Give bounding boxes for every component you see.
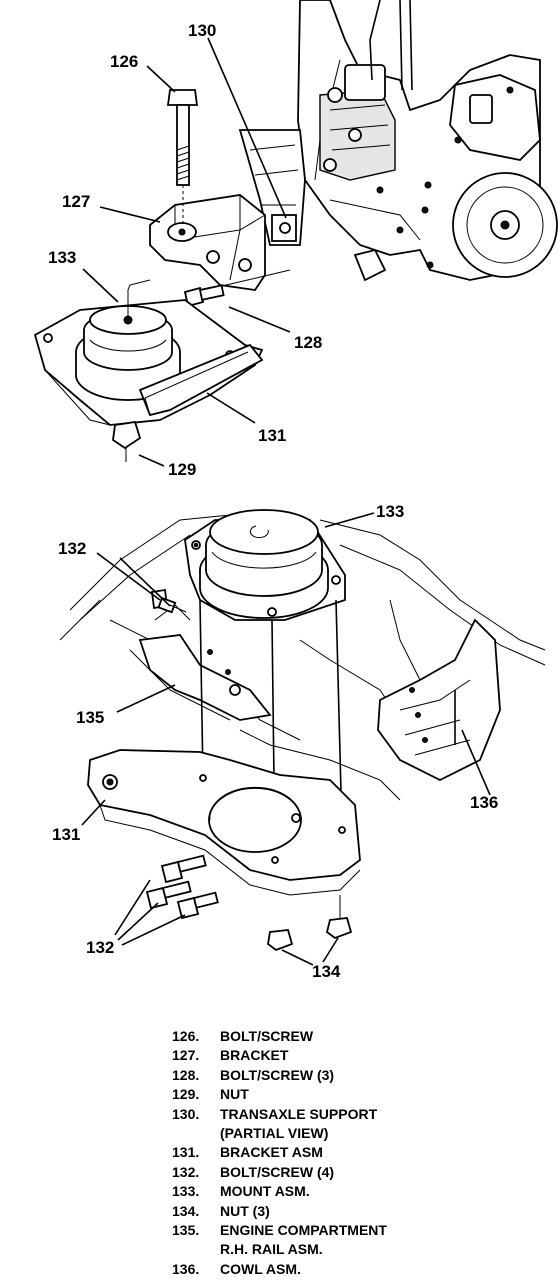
top-leader-lines — [82, 37, 291, 467]
callout-129: 129 — [168, 460, 196, 479]
legend-description: BOLT/SCREW — [220, 1028, 314, 1044]
legend-row: 128. BOLT/SCREW (3) — [172, 1066, 512, 1085]
legend-number: 130. — [172, 1105, 200, 1122]
legend-number: 127. — [172, 1047, 200, 1064]
legend-number: 129. — [172, 1086, 200, 1103]
legend-number: 136. — [172, 1260, 200, 1277]
legend-row: 130. TRANSAXLE SUPPORT — [172, 1105, 512, 1124]
nut-134-group — [267, 895, 353, 952]
legend-number: 126. — [172, 1028, 200, 1044]
legend-description: BRACKET ASM — [220, 1144, 323, 1161]
callout-133-bottom: 133 — [376, 502, 404, 521]
legend-number — [172, 1240, 220, 1259]
callout-134: 134 — [312, 962, 341, 981]
legend-row: 135. ENGINE COMPARTMENT — [172, 1221, 512, 1240]
legend-description: (PARTIAL VIEW) — [220, 1125, 329, 1142]
legend-number: 135. — [172, 1222, 200, 1239]
legend-description: BOLT/SCREW (4) — [220, 1163, 335, 1180]
callout-132-upper: 132 — [58, 539, 86, 558]
legend-row: 127. BRACKET — [172, 1046, 512, 1065]
bracket-asm-131-bottom — [87, 749, 361, 896]
legend-number: 128. — [172, 1066, 200, 1083]
legend-description: NUT — [220, 1086, 249, 1103]
legend-description: NUT (3) — [220, 1202, 270, 1219]
callout-132-lower: 132 — [86, 938, 114, 957]
legend-row: (PARTIAL VIEW) — [172, 1124, 512, 1143]
bracket-asm-131-top — [138, 343, 264, 417]
legend-description: BOLT/SCREW (3) — [220, 1066, 335, 1083]
callout-128: 128 — [294, 333, 322, 352]
body-structure-illustration — [59, 514, 546, 801]
callout-131-bottom: 131 — [52, 825, 80, 844]
parts-legend: 126. BOLT/SCREW 127. BRACKET 128. BOLT/SCREW … — [172, 1027, 512, 1279]
top-exploded-view: 126 130 127 133 128 131 129 — [33, 0, 558, 479]
callout-127: 127 — [62, 192, 90, 211]
mount-133-bottom — [184, 509, 346, 621]
bolt-132-lower-group — [145, 854, 219, 920]
callout-131-top: 131 — [258, 426, 286, 445]
bracket-127 — [149, 194, 266, 291]
legend-row: R.H. RAIL ASM. — [172, 1240, 512, 1259]
legend-description: ENGINE COMPARTMENT — [220, 1222, 387, 1239]
legend-number: 134. — [172, 1202, 200, 1219]
legend-row: 136. COWL ASM. — [172, 1260, 512, 1279]
legend-row: 133. MOUNT ASM. — [172, 1182, 512, 1201]
callout-130: 130 — [188, 21, 216, 40]
engine-transaxle-illustration — [297, 0, 558, 282]
legend-description: TRANSAXLE SUPPORT — [220, 1105, 378, 1122]
legend-row: 134. NUT (3) — [172, 1202, 512, 1221]
legend-number: 133. — [172, 1183, 200, 1200]
legend-description: R.H. RAIL ASM. — [220, 1241, 323, 1258]
legend-number: 131. — [172, 1144, 200, 1161]
bolt-128-top — [183, 269, 291, 308]
nut-129 — [112, 420, 142, 462]
legend-row: 131. BRACKET ASM — [172, 1143, 512, 1162]
callout-133-top: 133 — [48, 248, 76, 267]
bolt-126 — [166, 89, 199, 225]
callout-136: 136 — [470, 793, 498, 812]
legend-row: 132. BOLT/SCREW (4) — [172, 1163, 512, 1182]
legend-number: 132. — [172, 1163, 200, 1180]
legend-description: MOUNT ASM. — [220, 1183, 310, 1200]
legend-description: COWL ASM. — [220, 1260, 301, 1277]
legend-row: 129. NUT — [172, 1085, 512, 1104]
legend-number — [172, 1124, 220, 1143]
callout-126: 126 — [110, 52, 138, 71]
bottom-exploded-view: 133 132 135 136 131 132 134 — [52, 502, 546, 981]
legend-row: 126. BOLT/SCREW — [172, 1027, 512, 1046]
legend-description: BRACKET — [220, 1047, 289, 1064]
bottom-leader-lines — [81, 512, 491, 966]
callout-135: 135 — [76, 708, 104, 727]
